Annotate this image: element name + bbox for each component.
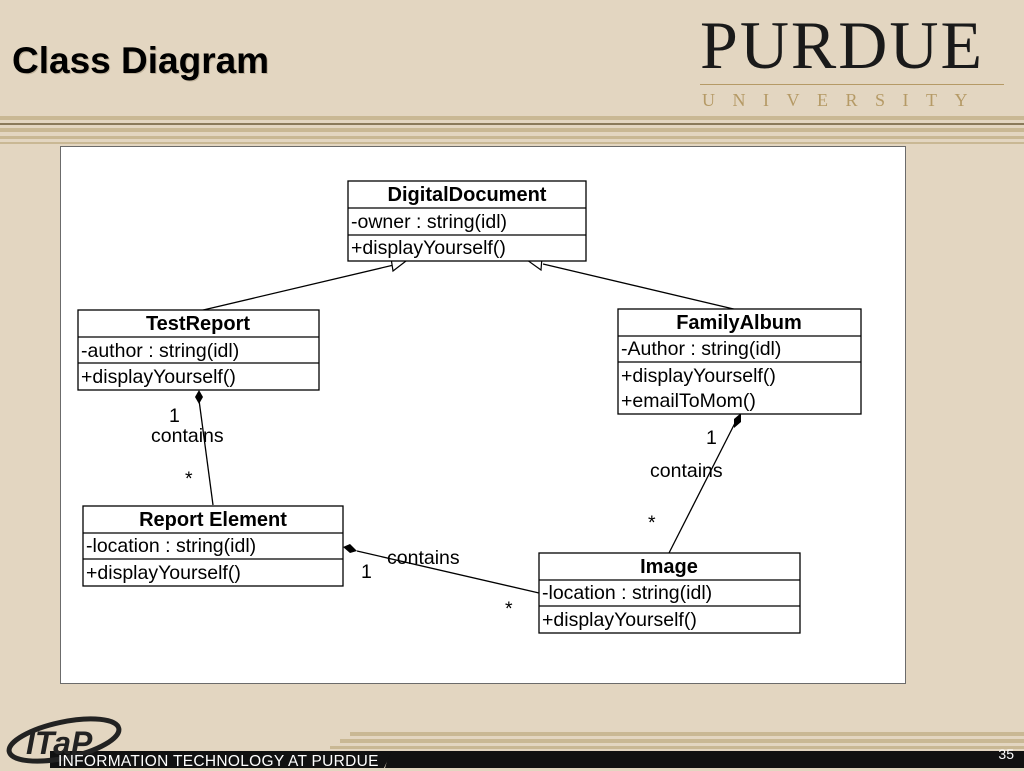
itap-logo: ITaP [6, 716, 122, 764]
multiplicity-label: 1 [361, 561, 372, 583]
composition-edge-reportelement [356, 550, 540, 594]
slide-title: Class Diagram [12, 40, 270, 81]
class-testreport: TestReport -author : string(idl) +displa… [77, 309, 320, 391]
class-diagram-svg: DigitalDocument -owner : string(idl) +di… [77, 180, 862, 634]
class-operation: +displayYourself() [621, 365, 776, 387]
purdue-logo: PURDUE UNIVERSITY [700, 6, 1005, 111]
footer-stripes [50, 732, 1024, 768]
class-name: FamilyAlbum [676, 312, 802, 334]
class-digitaldocument: DigitalDocument -owner : string(idl) +di… [347, 180, 587, 262]
class-name: Report Element [139, 509, 287, 531]
generalization-edge-testreport [198, 263, 399, 312]
itap-logo-text: ITaP [26, 725, 93, 761]
composition-edge-testreport [198, 399, 214, 506]
class-operation: +emailToMom() [621, 390, 756, 412]
class-attribute: -Author : string(idl) [621, 338, 781, 360]
relation-label: contains [151, 425, 224, 447]
multiplicity-label: 1 [169, 405, 180, 427]
class-attribute: -location : string(idl) [86, 535, 256, 557]
class-diagram-panel: DigitalDocument -owner : string(idl) +di… [60, 146, 906, 684]
header-stripe [0, 142, 1024, 144]
relation-label: contains [387, 547, 460, 569]
generalization-edge-familyalbum [542, 263, 743, 312]
relation-label: contains [650, 460, 723, 482]
multiplicity-label: * [185, 468, 193, 490]
footer-text: INFORMATION TECHNOLOGY AT PURDUE [58, 753, 379, 770]
header-stripe [0, 136, 1024, 139]
purdue-logo-wordmark: PURDUE [700, 7, 985, 83]
class-operation: +displayYourself() [351, 237, 506, 259]
class-familyalbum: FamilyAlbum -Author : string(idl) +displ… [617, 308, 862, 415]
class-operation: +displayYourself() [81, 366, 236, 388]
composition-diamond [734, 413, 741, 428]
multiplicity-label: 1 [706, 427, 717, 449]
purdue-logo-subtext: UNIVERSITY [702, 90, 985, 110]
multiplicity-label: * [648, 512, 656, 534]
class-name: Image [640, 556, 698, 578]
header-stripe [0, 123, 1024, 125]
class-image: Image -location : string(idl) +displayYo… [538, 552, 801, 634]
class-attribute: -author : string(idl) [81, 340, 239, 362]
class-reportelement: Report Element -location : string(idl) +… [82, 505, 344, 587]
class-operation: +displayYourself() [542, 609, 697, 631]
page-number: 35 [998, 746, 1014, 762]
class-name: DigitalDocument [388, 184, 547, 206]
class-attribute: -location : string(idl) [542, 582, 712, 604]
class-name: TestReport [146, 313, 250, 335]
composition-edge-familyalbum [668, 422, 736, 554]
composition-diamond [343, 544, 357, 553]
class-operation: +displayYourself() [86, 562, 241, 584]
class-attribute: -owner : string(idl) [351, 211, 507, 233]
header-stripe [0, 128, 1024, 132]
composition-diamond [195, 390, 203, 404]
multiplicity-label: * [505, 598, 513, 620]
logo-rule [700, 84, 1004, 85]
header-stripe [0, 116, 1024, 120]
